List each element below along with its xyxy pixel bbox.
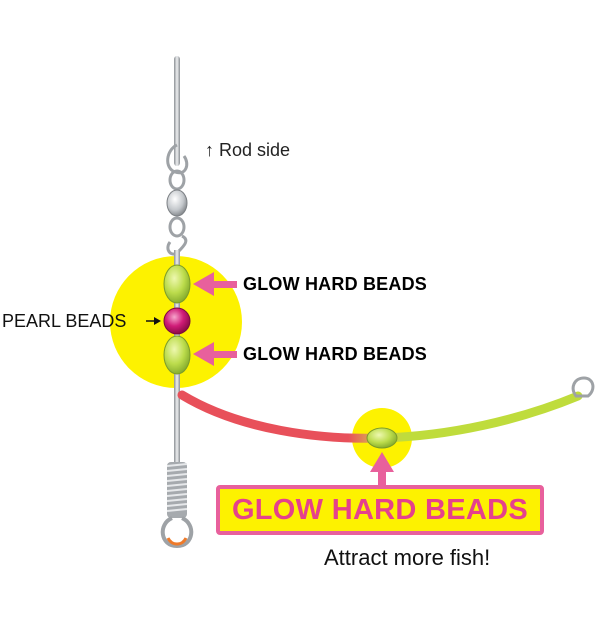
glow-beads-callout-box: GLOW HARD BEADS [216, 485, 544, 535]
pink-arrow-top [193, 272, 237, 296]
tagline: Attract more fish! [324, 545, 491, 570]
pink-arrow-callout [370, 452, 394, 487]
pearl-bead [163, 307, 191, 335]
swivel-body [166, 189, 188, 217]
glow-beads-callout-text: GLOW HARD BEADS [231, 493, 529, 526]
coil-spring [166, 462, 188, 518]
pearl-beads-label: PEARL BEADS [2, 311, 127, 331]
glow-bead-bottom [163, 335, 191, 375]
glow-beads-label-middle: GLOW HARD BEADS [243, 344, 427, 364]
glow-beads-label-top: GLOW HARD BEADS [243, 274, 427, 294]
main-wire-bottom [174, 390, 180, 462]
wire-loop-bottom [160, 516, 194, 549]
glow-bead-top [163, 264, 191, 304]
leader-glow-bead [366, 427, 398, 449]
pink-arrow-mid [193, 342, 237, 366]
rod-side-label: ↑ Rod side [205, 140, 291, 160]
leader-end-loop [571, 376, 595, 398]
main-wire-top [174, 56, 180, 166]
bottom-eye-accent [166, 537, 188, 546]
swivel-ring-top [168, 169, 186, 191]
swivel-ring-bottom [168, 216, 186, 238]
pearl-pointer-arrow [146, 317, 161, 325]
